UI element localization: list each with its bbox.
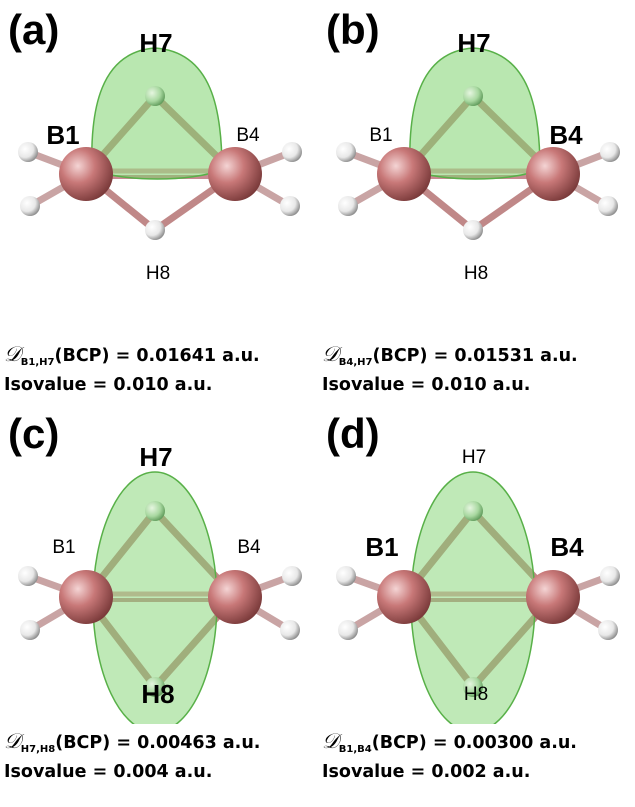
- atom-label-b4: B4: [550, 532, 584, 562]
- hydrogen-atom: [463, 677, 483, 697]
- hydrogen-atom: [600, 566, 620, 586]
- descriptor-subscript: B1,B4: [338, 744, 372, 755]
- atom-label-h7: H7: [139, 28, 173, 58]
- hydrogen-atom: [145, 220, 165, 240]
- atom-label-h8: H8: [145, 263, 171, 284]
- descriptor-symbol: 𝒟: [322, 729, 339, 753]
- descriptor-subscript: B1,H7: [20, 357, 55, 368]
- bcp-value: (BCP) = 0.01641 a.u.: [54, 346, 260, 366]
- molecule-diagram: [336, 47, 620, 240]
- boron-atom: [208, 147, 262, 201]
- boron-atom: [526, 570, 580, 624]
- atom-label-h7: H7: [139, 442, 173, 472]
- molecule-diagram: [336, 471, 620, 724]
- hydrogen-atom: [280, 196, 300, 216]
- hydrogen-atom: [282, 566, 302, 586]
- caption-descriptor-line: 𝒟B1,B4(BCP) = 0.00300 a.u.: [322, 730, 577, 761]
- descriptor-subscript: B4,H7: [338, 357, 373, 368]
- hydrogen-atom: [600, 142, 620, 162]
- atom-label-h7: H7: [457, 28, 491, 58]
- panel-caption: 𝒟H7,H8(BCP) = 0.00463 a.u.Isovalue = 0.0…: [4, 730, 260, 783]
- panel-letter: (c): [8, 410, 60, 457]
- hydrogen-atom: [20, 196, 40, 216]
- hydrogen-atom: [145, 86, 165, 106]
- panel-caption: 𝒟B4,H7(BCP) = 0.01531 a.u.Isovalue = 0.0…: [322, 343, 578, 396]
- atom-label-b4: B4: [549, 120, 583, 150]
- molecule-diagram: [18, 471, 302, 724]
- hydrogen-atom: [463, 220, 483, 240]
- panel-caption: 𝒟B1,H7(BCP) = 0.01641 a.u.Isovalue = 0.0…: [4, 343, 260, 396]
- atom-label-b4: B4: [236, 125, 260, 146]
- boron-atom: [59, 570, 113, 624]
- atom-label-h7: H7: [461, 447, 487, 468]
- caption-descriptor-line: 𝒟B4,H7(BCP) = 0.01531 a.u.: [322, 343, 578, 374]
- atom-label-b1: B1: [369, 125, 393, 146]
- hydrogen-atom: [598, 196, 618, 216]
- boron-atom: [526, 147, 580, 201]
- descriptor-symbol: 𝒟: [4, 342, 21, 366]
- hydrogen-atom: [18, 566, 38, 586]
- isosurface: [409, 47, 541, 180]
- bcp-value: (BCP) = 0.00300 a.u.: [371, 733, 577, 753]
- boron-atom: [208, 570, 262, 624]
- hydrogen-atom: [18, 142, 38, 162]
- atom-label-b1: B1: [46, 120, 80, 150]
- atom-label-h8: H8: [463, 263, 489, 284]
- molecule-diagram: [18, 47, 302, 240]
- panel-letter: (a): [8, 6, 60, 53]
- hydrogen-atom: [20, 620, 40, 640]
- hydrogen-atom: [282, 142, 302, 162]
- boron-atom: [377, 147, 431, 201]
- boron-atom: [377, 570, 431, 624]
- atom-label-b1: B1: [365, 532, 399, 562]
- caption-descriptor-line: 𝒟H7,H8(BCP) = 0.00463 a.u.: [4, 730, 260, 761]
- descriptor-symbol: 𝒟: [4, 729, 21, 753]
- hydrogen-atom: [336, 142, 356, 162]
- caption-descriptor-line: 𝒟B1,H7(BCP) = 0.01641 a.u.: [4, 343, 260, 374]
- isovalue-text: Isovalue = 0.010 a.u.: [322, 375, 531, 395]
- panel-caption: 𝒟B1,B4(BCP) = 0.00300 a.u.Isovalue = 0.0…: [322, 730, 577, 783]
- isovalue-text: Isovalue = 0.002 a.u.: [322, 762, 531, 782]
- boron-atom: [59, 147, 113, 201]
- hydrogen-atom: [463, 501, 483, 521]
- hydrogen-atom: [338, 620, 358, 640]
- isovalue-text: Isovalue = 0.010 a.u.: [4, 375, 213, 395]
- atom-label-h8: H8: [463, 684, 489, 705]
- panel-letter: (b): [326, 6, 380, 53]
- hydrogen-atom: [463, 86, 483, 106]
- hydrogen-atom: [598, 620, 618, 640]
- descriptor-subscript: H7,H8: [20, 744, 56, 755]
- bcp-value: (BCP) = 0.00463 a.u.: [55, 733, 261, 753]
- hydrogen-atom: [338, 196, 358, 216]
- atom-label-h8: H8: [141, 679, 175, 709]
- hydrogen-atom: [145, 677, 165, 697]
- isovalue-text: Isovalue = 0.004 a.u.: [4, 762, 213, 782]
- bcp-value: (BCP) = 0.01531 a.u.: [372, 346, 578, 366]
- descriptor-symbol: 𝒟: [322, 342, 339, 366]
- panel-letter: (d): [326, 410, 380, 457]
- hydrogen-atom: [145, 501, 165, 521]
- hydrogen-atom: [336, 566, 356, 586]
- isosurface: [91, 47, 223, 180]
- hydrogen-atom: [280, 620, 300, 640]
- atom-label-b1: B1: [52, 537, 76, 558]
- atom-label-b4: B4: [237, 537, 261, 558]
